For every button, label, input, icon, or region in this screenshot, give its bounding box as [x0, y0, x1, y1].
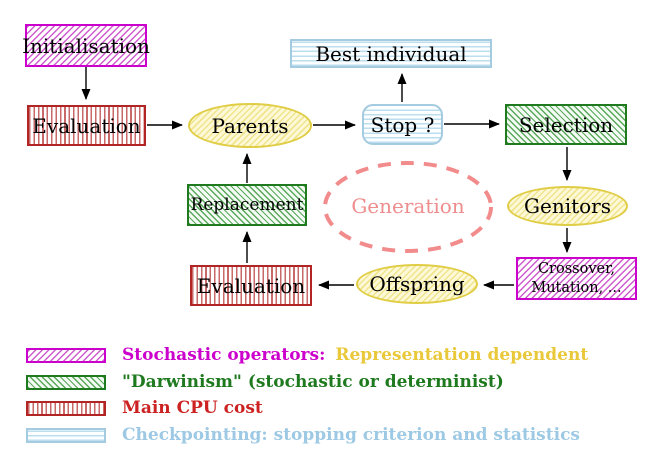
legend-swatch-cyan-stripes	[26, 427, 106, 443]
node-offspring: Offspring	[356, 264, 478, 304]
node-genitors: Genitors	[507, 186, 628, 226]
legend-label-main-cpu-cost: Main CPU cost	[122, 398, 263, 418]
legend-swatch-green-hatch	[26, 374, 106, 390]
legend-row-checkpointing: Checkpointing: stopping criterion and st…	[26, 425, 580, 445]
legend-row-cpu-cost: Main CPU cost	[26, 398, 263, 418]
node-evaluation-top: Evaluation	[27, 105, 146, 146]
node-evaluation-bottom: Evaluation	[190, 265, 312, 306]
legend-label-stochastic-operators: Stochastic operators:	[122, 345, 326, 365]
generation-label: Generation	[351, 194, 465, 218]
node-initialisation: Initialisation	[22, 24, 150, 67]
legend-swatch-magenta-hatch	[26, 347, 106, 363]
legend-row-stochastic: Stochastic operators: Representation dep…	[26, 345, 589, 365]
legend-row-darwinism: "Darwinism" (stochastic or determinist)	[26, 372, 504, 392]
flow-arrows	[81, 67, 572, 290]
crossover-line2: Mutation, ...	[531, 279, 622, 296]
node-crossover-mutation: Crossover, Mutation, ...	[516, 257, 637, 300]
legend-swatch-red-stripes	[26, 400, 106, 416]
node-best-individual: Best individual	[290, 39, 492, 68]
node-selection: Selection	[505, 104, 627, 145]
crossover-line1: Crossover,	[537, 261, 616, 278]
legend-label-representation-dependent: Representation dependent	[335, 345, 589, 365]
legend-label-checkpointing: Checkpointing: stopping criterion and st…	[122, 425, 580, 445]
node-parents: Parents	[188, 103, 312, 148]
node-stop: Stop ?	[362, 104, 443, 145]
node-replacement: Replacement	[187, 184, 307, 226]
legend-label-darwinism: "Darwinism" (stochastic or determinist)	[122, 372, 504, 392]
